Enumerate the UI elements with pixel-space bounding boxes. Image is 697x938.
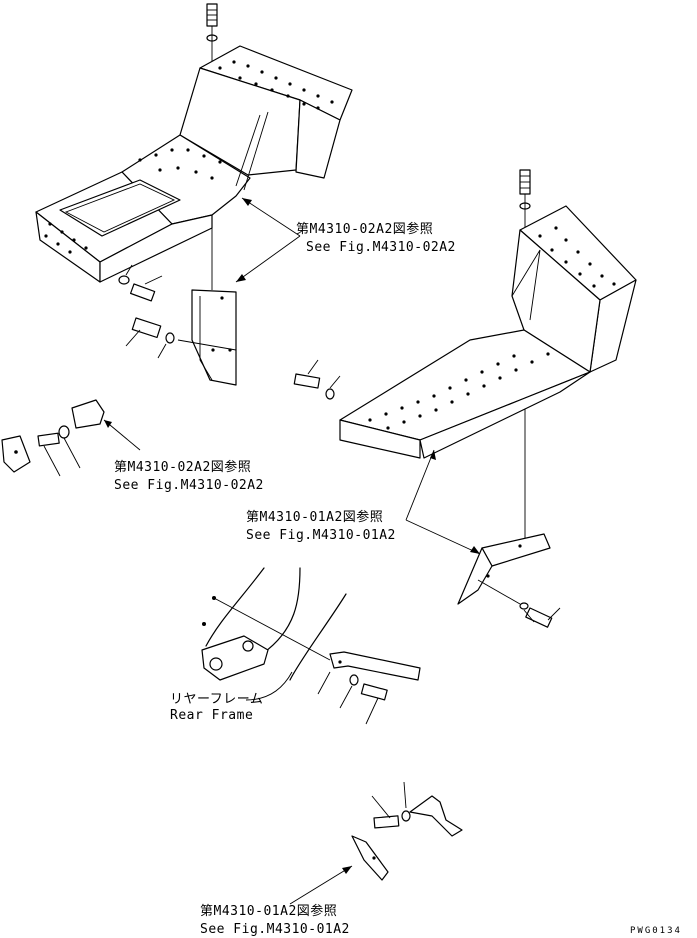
left-ref-label-jp: 第M4310-02A2図参照 [114,460,252,475]
perforations-right [368,226,616,430]
bottom-brackets [289,781,463,905]
left-small-parts [1,399,141,477]
upper-left-step [35,3,353,290]
upper-left-bracket [125,289,237,386]
left-ref-label-en: See Fig.M4310-02A2 [114,478,264,493]
top-ref-leaders [235,197,301,283]
rear-frame-label-en: Rear Frame [170,708,254,723]
bottom-ref-label-jp: 第M4310-01A2図参照 [200,904,338,919]
right-step [339,169,637,540]
upper-left-bolt-group [118,264,163,302]
top-ref-label-jp: 第M4310-02A2図参照 [296,222,434,237]
top-bolt [206,3,218,42]
drawing-code: PWG0134 [630,926,682,936]
right-step-bolt-group [293,359,341,400]
mid-ref-label-en: See Fig.M4310-01A2 [246,528,396,543]
rear-frame-area [201,567,421,725]
top-ref-label-en: See Fig.M4310-02A2 [306,240,456,255]
mid-ref-leaders [405,449,481,555]
perforations-top [44,60,334,254]
rear-frame-label-jp: リヤーフレーム [170,692,264,707]
mid-ref-label-jp: 第M4310-01A2図参照 [246,510,384,525]
right-lower-bracket [457,533,561,628]
bottom-ref-label-en: See Fig.M4310-01A2 [200,922,350,937]
